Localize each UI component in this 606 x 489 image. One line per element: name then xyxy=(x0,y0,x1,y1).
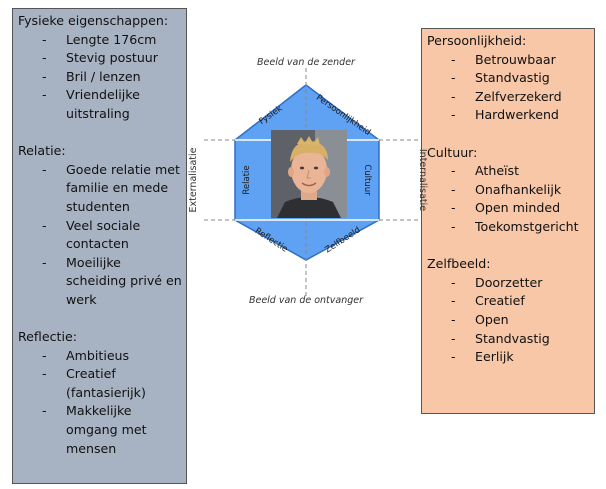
list-item: Betrouwbaar xyxy=(427,51,590,70)
list-item: Standvastig xyxy=(427,69,590,88)
list-item: Vriendelijke uitstraling xyxy=(18,86,182,123)
section-title: Zelfbeeld: xyxy=(427,256,491,272)
bottom-label: Beeld van de ontvanger xyxy=(249,295,364,306)
list-item: Zelfverzekerd xyxy=(427,88,590,107)
list-item: Goede relatie met familie en mede studen… xyxy=(18,161,182,217)
section-title: Persoonlijkheid: xyxy=(427,33,527,48)
avatar-photo xyxy=(271,130,347,218)
top-label: Beeld van de zender xyxy=(257,57,356,68)
list-item: Eerlijk xyxy=(427,348,590,367)
section-persoonlijkheid: Persoonlijkheid: Betrouwbaar Standvastig… xyxy=(427,32,590,125)
right-textbox: Persoonlijkheid: Betrouwbaar Standvastig… xyxy=(421,28,595,414)
list-item: Creatief xyxy=(427,292,590,311)
right-axis-label: Internalisatie xyxy=(417,149,428,211)
section-title: Relatie: xyxy=(18,143,66,159)
list-item: Open xyxy=(427,311,590,330)
list-item: Veel sociale contacten xyxy=(18,217,182,254)
list-item: Lengte 176cm xyxy=(18,31,182,50)
list-item: Onafhankelijk xyxy=(427,181,590,200)
person-portrait-icon xyxy=(271,130,347,218)
list-item: Hardwerkend xyxy=(427,106,590,125)
section-zelfbeeld: Zelfbeeld: Doorzetter Creatief Open Stan… xyxy=(427,255,590,367)
section-fysieke-eigenschappen: Fysieke eigenschappen: Lengte 176cm Stev… xyxy=(18,12,182,124)
left-textbox: Fysieke eigenschappen: Lengte 176cm Stev… xyxy=(12,8,187,484)
section-title: Reflectie: xyxy=(18,329,77,345)
list-item: Toekomstgericht xyxy=(427,218,590,237)
section-cultuur: Cultuur: Atheïst Onafhankelijk Open mind… xyxy=(427,144,590,237)
list-item: Makkelijke omgang met mensen xyxy=(18,402,182,458)
list-item: Ambitieus xyxy=(18,347,182,366)
list-item: Open minded xyxy=(427,199,590,218)
list-item: Moeilijke scheiding privé en werk xyxy=(18,254,182,310)
list-item: Bril / lenzen xyxy=(18,68,182,87)
list-item: Atheïst xyxy=(427,162,590,181)
list-item: Standvastig xyxy=(427,330,590,349)
section-title: Fysieke eigenschappen: xyxy=(18,13,169,28)
left-axis-label: Externalisatie xyxy=(188,147,199,212)
section-relatie: Relatie: Goede relatie met familie en me… xyxy=(18,142,182,309)
section-reflectie: Reflectie: Ambitieus Creatief (fantasier… xyxy=(18,328,182,458)
list-item: Creatief (fantasierijk) xyxy=(18,365,182,402)
segment-label-cultuur: Cultuur xyxy=(362,164,372,196)
list-item: Stevig postuur xyxy=(18,49,182,68)
segment-label-relatie: Relatie xyxy=(242,165,252,194)
identity-prism-diagram: Beeld van de zender Beeld van de ontvang… xyxy=(182,50,432,312)
section-title: Cultuur: xyxy=(427,144,478,160)
list-item: Doorzetter xyxy=(427,274,590,293)
